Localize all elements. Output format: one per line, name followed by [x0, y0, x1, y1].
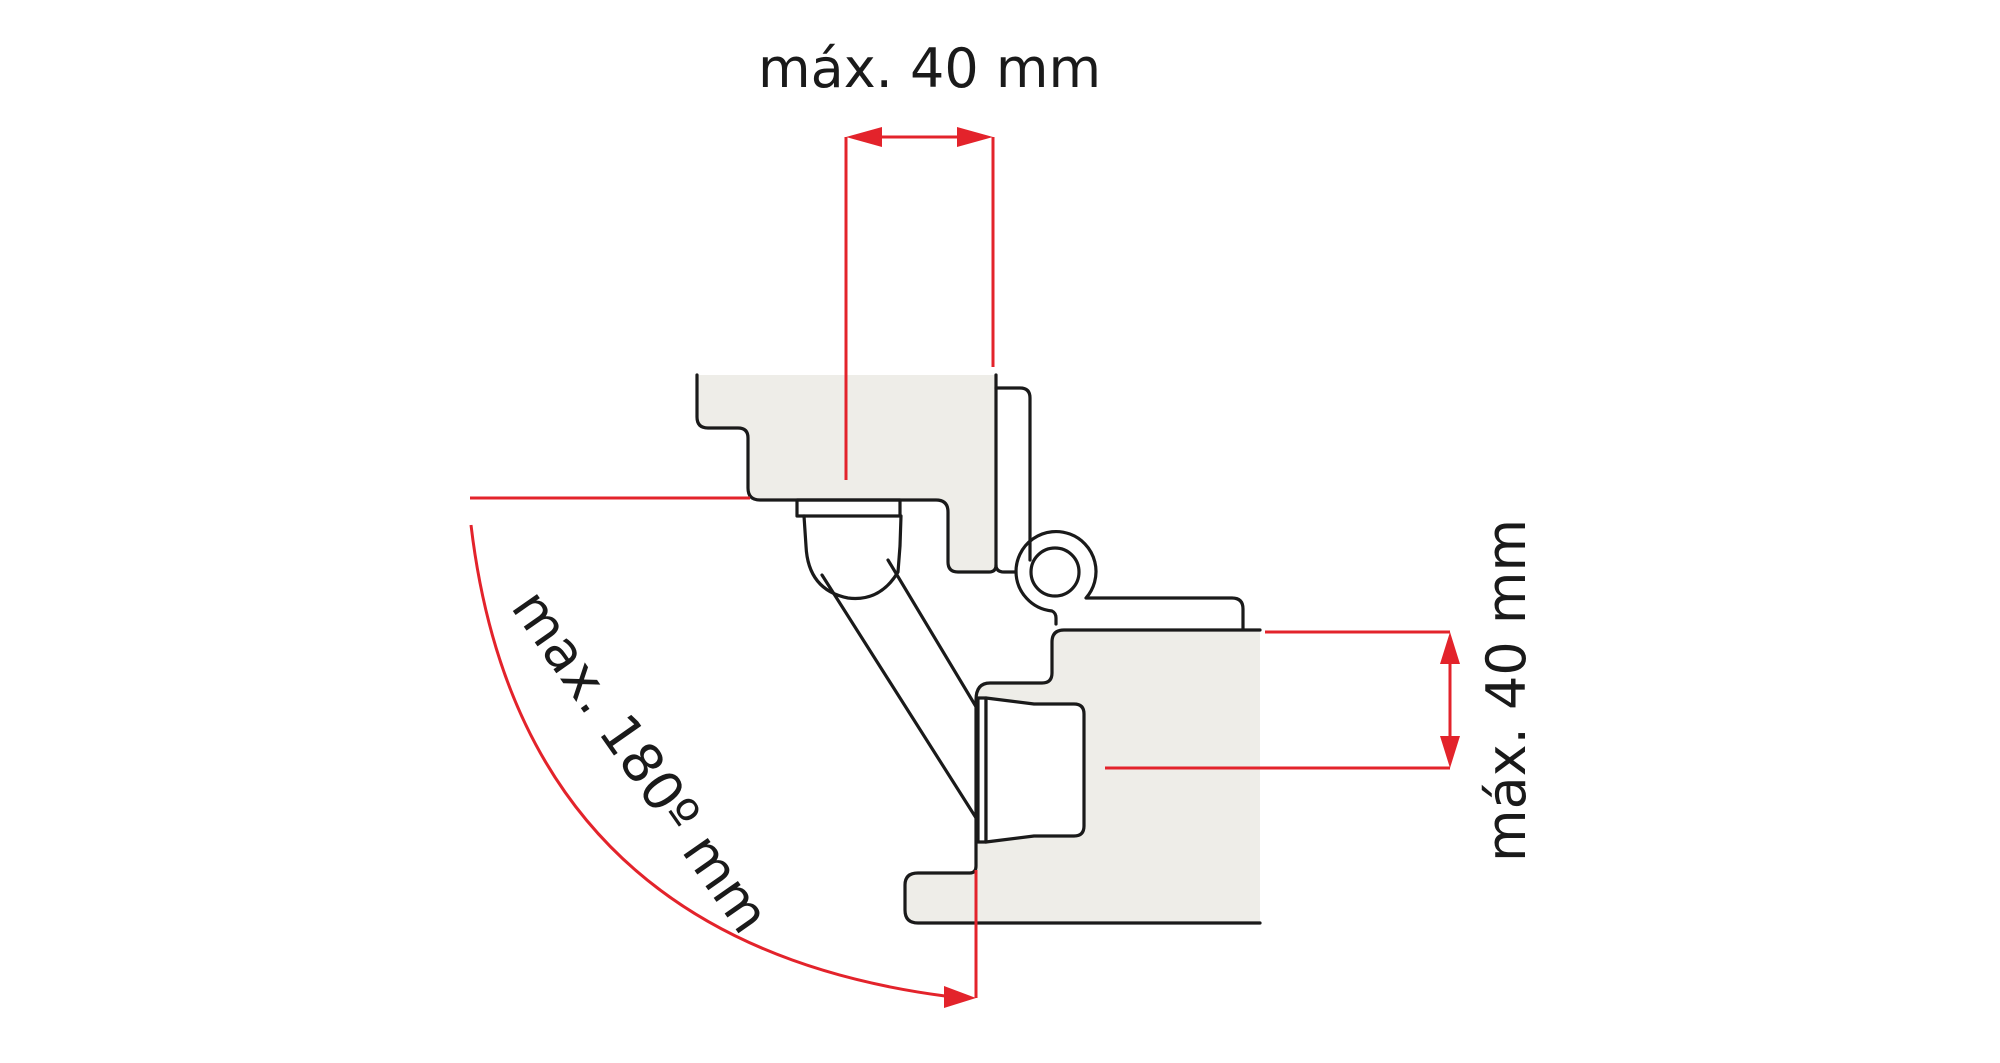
upper-leaf-bottom: [994, 563, 1018, 574]
arrow-arc-end-icon: [944, 986, 976, 1008]
hinge-cup: [795, 498, 903, 601]
label-right-height: máx. 40 mm: [1475, 519, 1538, 862]
hinge-knuckle: [1014, 529, 1245, 632]
upper-hinge-leaf: [994, 386, 1032, 562]
label-top-width: máx. 40 mm: [758, 37, 1101, 100]
mounting-plate: [976, 696, 1086, 844]
arrow-left-icon: [846, 127, 882, 147]
hinge-pin-icon: [1029, 546, 1081, 598]
hinge-arm: [820, 558, 980, 823]
arrow-right-icon: [957, 127, 993, 147]
arrow-down-icon: [1440, 736, 1460, 768]
label-opening-angle: max. 180º mm: [499, 578, 782, 944]
arrow-up-icon: [1440, 632, 1460, 664]
dimension-lines: [469, 127, 1460, 1008]
